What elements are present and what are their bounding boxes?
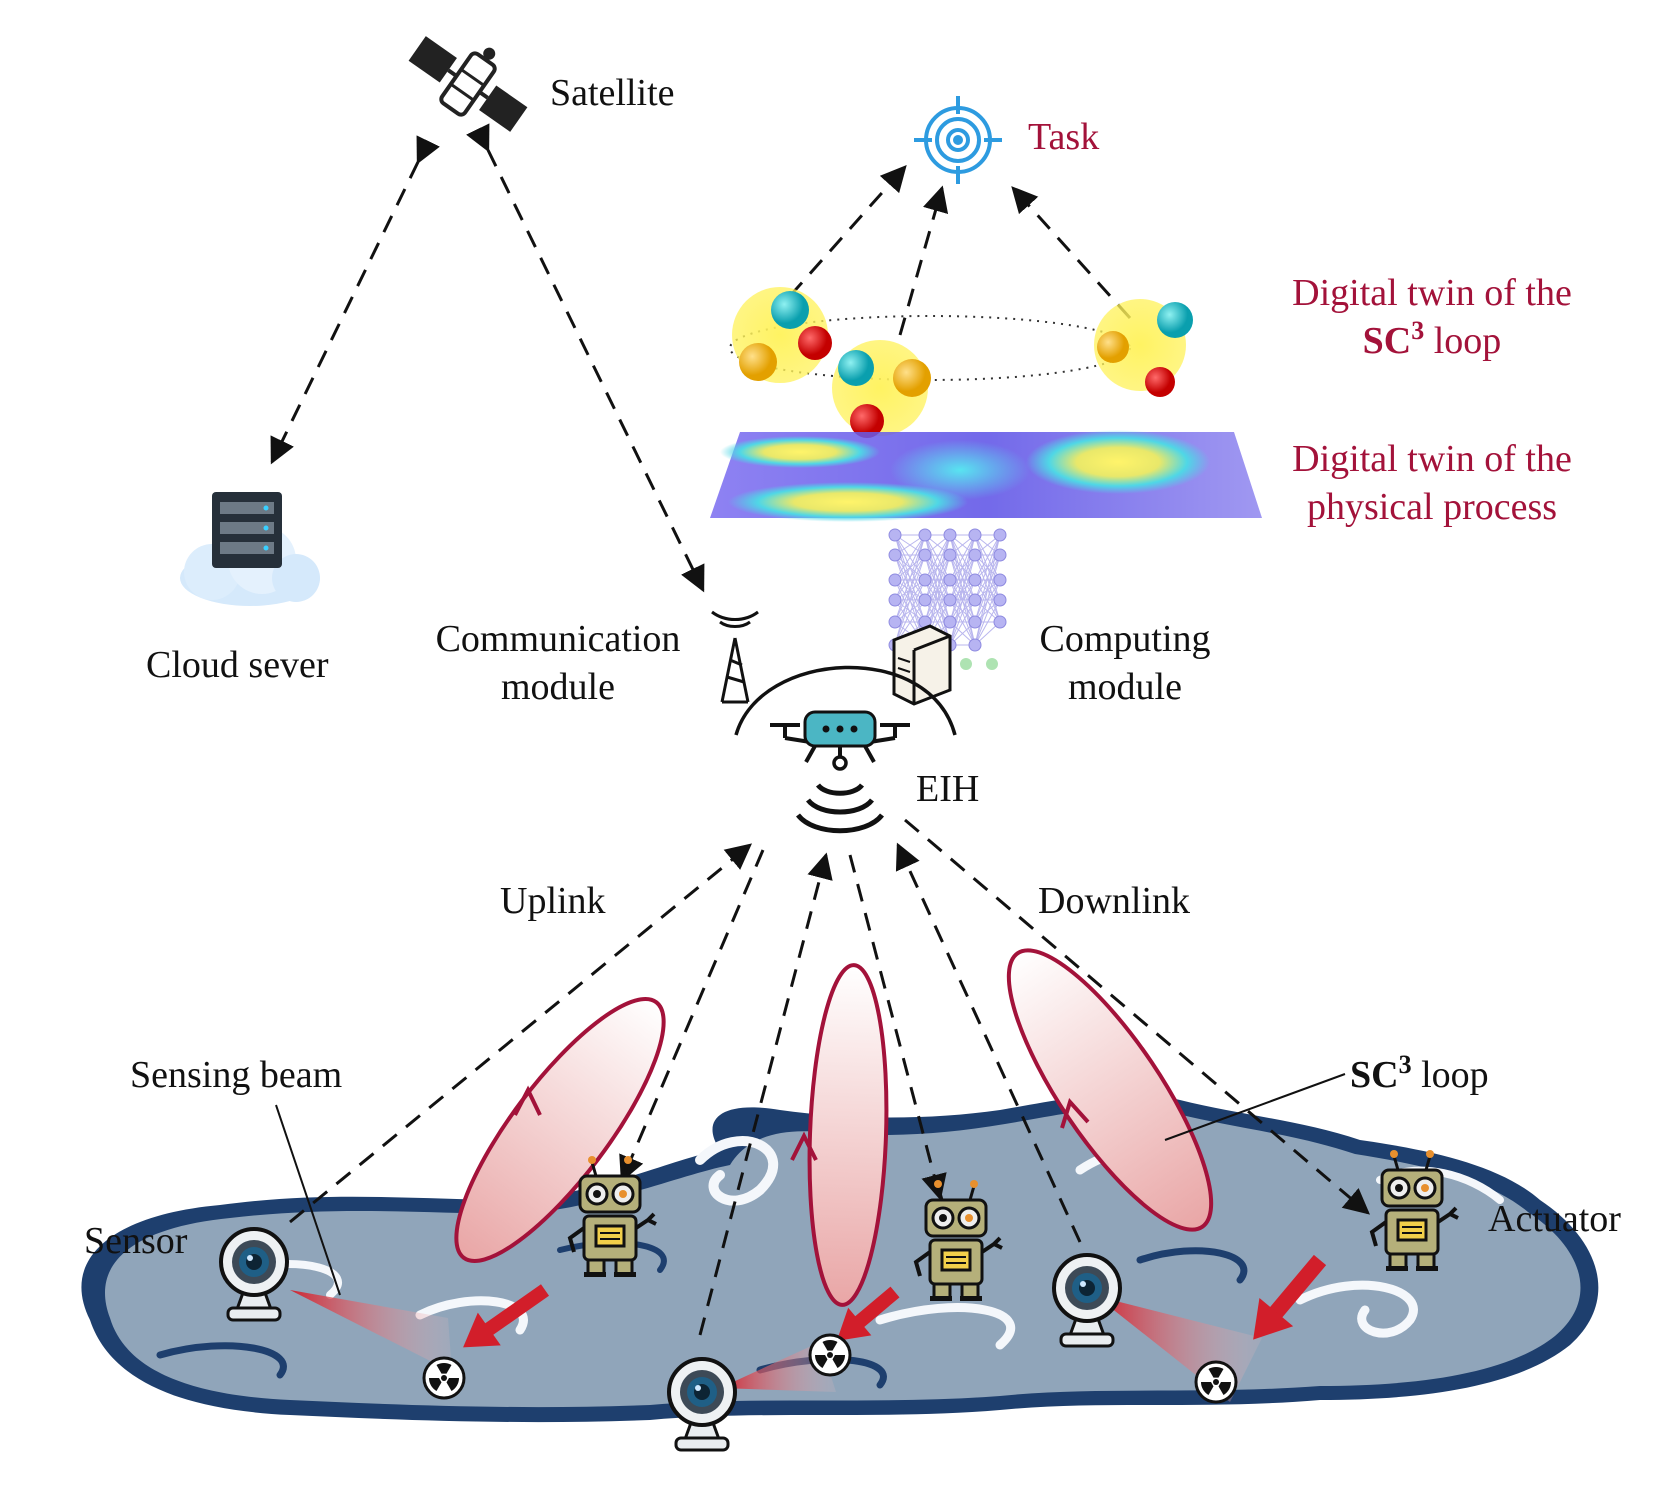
camera-icon (667, 1357, 737, 1452)
sc3-loop-3 (1006, 948, 1214, 1232)
sensor-label: Sensor (84, 1220, 188, 1262)
uplink-sensor-2 (698, 852, 833, 1336)
robot-icon (913, 1180, 1003, 1301)
cloud-server-icon (180, 492, 320, 606)
callout-sc3-loop (1164, 1073, 1346, 1141)
link-dt-task-middle (898, 185, 949, 336)
links-bottom (289, 818, 1370, 1336)
links-top (270, 123, 1132, 593)
hazard-icon (1194, 1360, 1238, 1404)
robot-icon (1369, 1150, 1459, 1271)
downlink-robot-3 (904, 818, 1370, 1215)
link-dt-task-left (788, 165, 907, 297)
computing-module-label: Computing module (1039, 618, 1211, 708)
hazard-icons (422, 1333, 1238, 1404)
cloud-server-label: Cloud sever (146, 644, 329, 686)
uplink-sensor-3 (895, 842, 1082, 1243)
robot-icons (567, 1150, 1459, 1301)
uplink-sensor-1 (289, 843, 753, 1224)
hazard-icon (808, 1333, 852, 1377)
target-icon (914, 96, 1002, 184)
communication-module-label: Communication module (435, 618, 681, 708)
dt-agent-3 (1094, 299, 1193, 397)
dt-loop-label: Digital twin of the SC3 loop (1292, 272, 1572, 362)
dt-agent-2 (832, 340, 931, 438)
sensing-beam-label: Sensing beam (130, 1054, 343, 1096)
callout-sensing-beam (275, 1104, 341, 1296)
satellite-label: Satellite (550, 72, 675, 114)
actuation-arrows (463, 1254, 1327, 1348)
camera-icon (219, 1227, 289, 1322)
actuator-label: Actuator (1488, 1198, 1621, 1240)
satellite-icon (408, 36, 528, 132)
sc3-loop-2 (807, 963, 889, 1307)
uplink-label: Uplink (500, 880, 606, 922)
antenna-tower-icon (711, 610, 759, 704)
sc3-loop-label: SC3 loop (1350, 1050, 1489, 1097)
server-tower-icon (892, 624, 952, 706)
link-dt-task-right (1011, 186, 1132, 320)
neural-network-icon (888, 528, 1007, 670)
link-satellite-cloud (270, 135, 440, 465)
camera-icon (1052, 1253, 1122, 1348)
drone-icon (734, 665, 957, 834)
task-label: Task (1028, 116, 1100, 158)
eih-label: EIH (916, 768, 980, 810)
dt-physical-label: Digital twin of the physical process (1292, 438, 1572, 528)
camera-icons (219, 1227, 1122, 1452)
dt-agent-1 (732, 287, 832, 383)
dt-heatmap (710, 430, 1262, 522)
link-satellite-eih (466, 123, 705, 593)
sc3-loop-ellipses (454, 948, 1214, 1307)
robot-icon (567, 1156, 657, 1277)
downlink-label: Downlink (1038, 880, 1190, 922)
hazard-icon (422, 1356, 466, 1400)
